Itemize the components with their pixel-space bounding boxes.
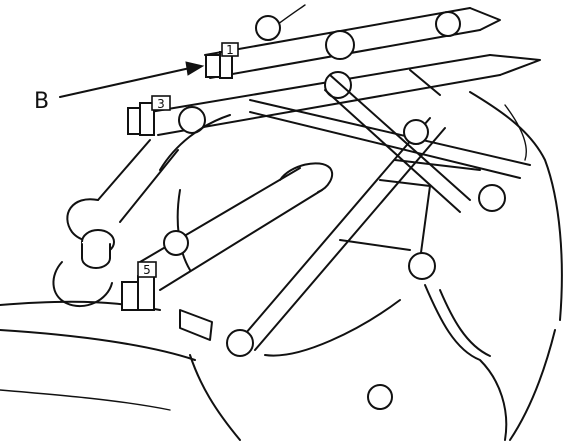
manifold-outline <box>159 91 563 441</box>
runner-cylinder-3 <box>52 139 179 308</box>
injector-cap <box>81 229 115 269</box>
injector-1: 1 <box>205 42 239 79</box>
injector-5-label: 5 <box>143 263 151 277</box>
injector-3-tag <box>151 95 171 111</box>
lower-fuel-rail <box>149 54 541 136</box>
injector-3-label: 3 <box>157 97 165 111</box>
arrow-head-icon <box>185 61 205 76</box>
injector-1-tag <box>221 42 239 57</box>
rib-frame <box>163 69 531 357</box>
callout-b-label: B <box>34 89 49 114</box>
callout-arrow-line <box>59 67 191 98</box>
injector-1-label: 1 <box>226 43 234 57</box>
injector-3: 3 <box>127 95 171 136</box>
callout-b: B <box>34 61 205 114</box>
lower-casing <box>0 104 527 441</box>
injector-5-tag <box>137 261 157 278</box>
upper-fuel-rail <box>204 7 501 79</box>
injector-5: 5 <box>121 261 157 311</box>
